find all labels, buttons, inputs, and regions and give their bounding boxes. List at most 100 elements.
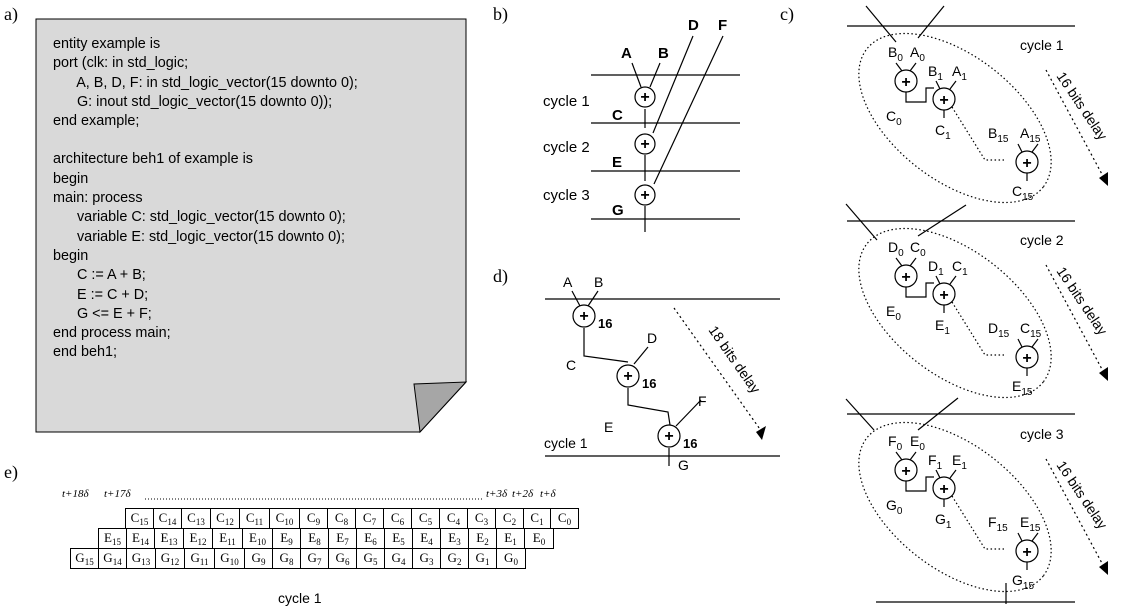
e-cell: G15 <box>70 548 99 569</box>
e-cell: E6 <box>356 528 385 549</box>
c-in2-15: C15 <box>1020 320 1042 340</box>
d-width-1: 16 <box>598 316 612 331</box>
c-out-15: C15 <box>1012 183 1034 203</box>
d-input-d: D <box>647 330 657 346</box>
d-plus-2: + <box>623 368 632 385</box>
c-in2-15: E15 <box>1020 514 1041 534</box>
b-signal-g: G <box>612 202 624 219</box>
c-plus: + <box>901 463 910 480</box>
e-cell: C9 <box>299 508 328 529</box>
c-out-15: G15 <box>1012 572 1034 592</box>
e-cell: G1 <box>468 548 497 569</box>
c-in2-0: E0 <box>910 433 925 453</box>
c-plus: + <box>939 287 948 304</box>
e-cell: C7 <box>355 508 384 529</box>
d-input-b: B <box>594 274 603 290</box>
e-cell: C5 <box>411 508 440 529</box>
e-cell: E5 <box>384 528 413 549</box>
c-in1-1: D1 <box>928 258 944 278</box>
e-cell: E9 <box>272 528 301 549</box>
code-line: begin <box>53 247 89 264</box>
d-adder-1 <box>572 304 596 328</box>
code-line: A, B, D, F: in std_logic_vector(15 downt… <box>53 74 358 91</box>
b-plus-2: + <box>640 136 649 153</box>
c-out-0: E0 <box>886 303 901 323</box>
e-cell: G11 <box>184 548 215 569</box>
d-signal-c: C <box>566 357 576 373</box>
c-in2-1: E1 <box>952 452 967 472</box>
c-plus: + <box>901 269 910 286</box>
d-signal-g: G <box>678 457 689 473</box>
e-cell: C0 <box>550 508 579 529</box>
e-cell: C1 <box>523 508 551 529</box>
c-in1-0: D0 <box>888 239 904 259</box>
code-line: architecture beh1 of example is <box>53 151 253 168</box>
c-cycle-2: cycle 2 <box>1020 232 1064 248</box>
code-sheet <box>35 18 468 434</box>
c-in1-1: B1 <box>928 63 943 83</box>
e-cell: G2 <box>440 548 469 569</box>
c-adder <box>894 458 918 482</box>
e-cell: G5 <box>356 548 385 569</box>
e-cell: C2 <box>495 508 524 529</box>
d-plus-3: + <box>664 428 673 445</box>
b-input-a: A <box>621 45 632 62</box>
c-out-1: G1 <box>935 511 952 531</box>
c-in1-1: F1 <box>928 452 943 472</box>
vhdl-code: entity example is port (clk: in std_logic… <box>53 35 358 363</box>
b-input-d: D <box>688 17 699 34</box>
c-adder <box>1015 345 1039 369</box>
panel-label-b: b) <box>493 4 508 24</box>
e-cell: G6 <box>328 548 357 569</box>
code-line: entity example is <box>53 36 161 52</box>
c-cycle-3: cycle 3 <box>1020 426 1064 442</box>
code-line: E := C + D; <box>53 286 149 303</box>
panel-label-d: d) <box>493 266 508 286</box>
e-cell: E12 <box>183 528 213 549</box>
e-cell: E8 <box>300 528 329 549</box>
c-in2-1: A1 <box>952 63 967 83</box>
e-cell: C15 <box>125 508 154 529</box>
c-out-1: C1 <box>935 122 951 142</box>
e-cell: C8 <box>327 508 356 529</box>
e-cell: G3 <box>412 548 441 569</box>
e-cell: E0 <box>524 528 554 549</box>
d-plus-1: + <box>579 308 588 325</box>
d-input-f: F <box>698 393 707 409</box>
c-adder <box>1015 150 1039 174</box>
c-out-0: C0 <box>886 108 902 128</box>
c-adder <box>894 264 918 288</box>
e-cell: E15 <box>98 528 127 549</box>
b-adder-2 <box>634 133 656 155</box>
code-line: end process main; <box>53 325 171 342</box>
e-cell: G10 <box>214 548 245 569</box>
c-plus: + <box>1022 155 1031 172</box>
c-plus: + <box>901 74 910 91</box>
code-line: end beh1; <box>53 344 118 361</box>
b-cycle-1: cycle 1 <box>543 93 590 110</box>
e-cell: E2 <box>468 528 497 549</box>
e-cell: E7 <box>328 528 357 549</box>
e-cell: G8 <box>272 548 301 569</box>
code-line: G <= E + F; <box>53 305 152 322</box>
c-out-1: E1 <box>935 317 950 337</box>
d-width-2: 16 <box>642 376 656 391</box>
c-plus: + <box>1022 350 1031 367</box>
e-cell: E10 <box>242 528 273 549</box>
e-cell: G14 <box>98 548 127 569</box>
e-cell: C10 <box>269 508 300 529</box>
d-delay-arrowhead <box>756 426 766 440</box>
c-adder <box>932 87 956 111</box>
c-in2-0: A0 <box>910 44 925 64</box>
e-time-t3: t+3δ <box>486 488 508 500</box>
code-line: port (clk: in std_logic; <box>53 55 189 72</box>
code-line: G: inout std_logic_vector(15 downto 0)); <box>53 93 333 110</box>
b-input-f: F <box>718 17 727 34</box>
d-cycle-label: cycle 1 <box>544 435 588 451</box>
b-plus-1: + <box>640 89 649 106</box>
e-time-t2: t+2δ <box>512 488 534 500</box>
